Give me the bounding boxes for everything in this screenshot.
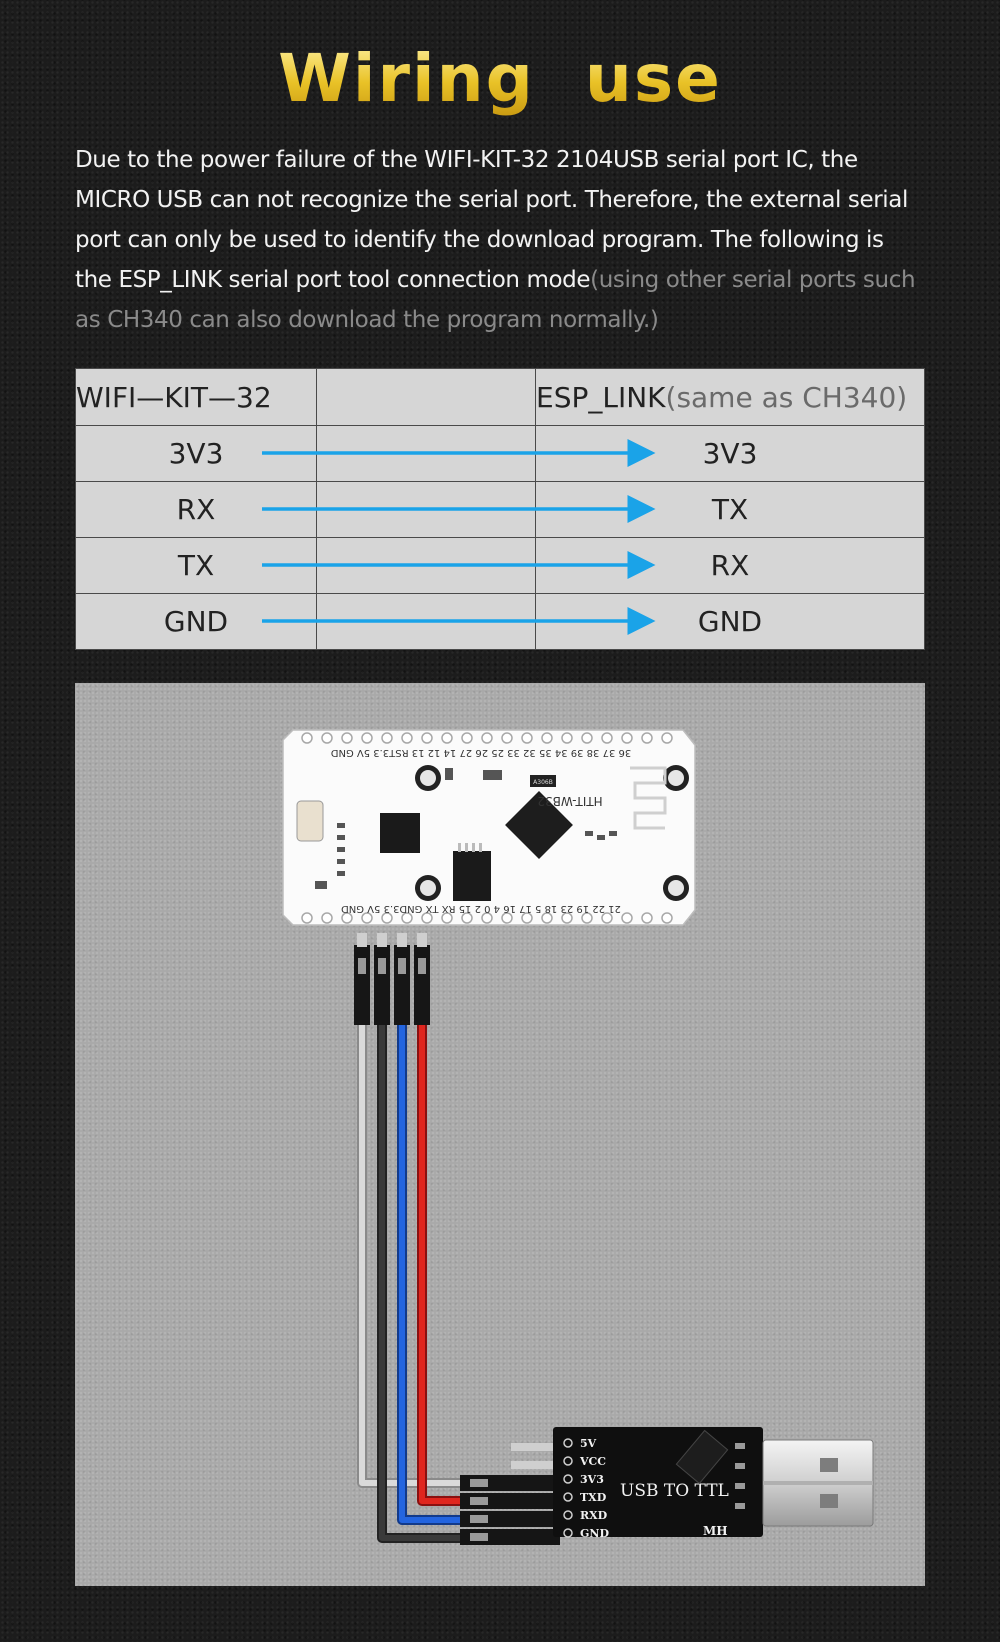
adapter-pin: GND (535, 593, 925, 650)
intro-paragraph: Due to the power failure of the WIFI-KIT… (75, 140, 925, 340)
board-pin: TX (75, 537, 317, 594)
regulator-chip (453, 851, 491, 901)
board-bottom-pin-labels: 21 22 19 23 18 5 17 16 4 0 2 15 RX TX GN… (341, 903, 621, 914)
table-row: GND GND (75, 593, 925, 650)
table-row: 3V3 3V3 (75, 425, 925, 482)
usb-plug-rim (763, 1481, 873, 1485)
table-row: TX RX (75, 537, 925, 594)
board-dupont-connectors (354, 933, 430, 1025)
wiring-photo: 36 37 38 39 34 35 32 33 25 26 27 14 12 1… (75, 683, 925, 1586)
antenna-trace (630, 766, 667, 830)
chip-label: A306B (533, 779, 553, 786)
bottom-header-pads (301, 912, 673, 924)
serial-ic (380, 813, 420, 853)
wire-black (379, 1020, 488, 1541)
board-pin: GND (75, 593, 317, 650)
wifi-kit-32-board: 36 37 38 39 34 35 32 33 25 26 27 14 12 1… (282, 729, 696, 926)
smd-components (315, 768, 617, 889)
wiring-illustration: 36 37 38 39 34 35 32 33 25 26 27 14 12 1… (282, 729, 874, 1545)
arrow-cell (316, 537, 536, 594)
usb-plug-hole (820, 1458, 838, 1472)
wire-grey (359, 1020, 488, 1486)
regulator-pins (458, 843, 482, 852)
adapter-brand: MH (703, 1524, 728, 1538)
header-esp-link-note: (same as CH340) (665, 380, 908, 414)
arrow-cell (316, 481, 536, 538)
adapter-pin: TX (535, 481, 925, 538)
arrow-cell (316, 425, 536, 482)
arrow-cell (316, 593, 536, 650)
crystal-component (530, 775, 556, 787)
header-esp-link-label: ESP_LINK (536, 380, 666, 414)
adapter-pin: RX (535, 537, 925, 594)
wire-red (417, 1018, 490, 1506)
board-model-label: HTIT-WB32 (537, 794, 602, 808)
board-pin: RX (75, 481, 317, 538)
adapter-pin-vcc: VCC (579, 1455, 606, 1468)
adapter-pin-txd: TXD (580, 1491, 607, 1504)
adapter-pin-5v: 5V (580, 1437, 597, 1450)
wire-red (419, 1020, 488, 1504)
adapter-title: USB TO TTL (620, 1481, 729, 1501)
table-row: RX TX (75, 481, 925, 538)
header-spacer (316, 368, 536, 426)
adapter-smd-parts (735, 1443, 745, 1509)
board-pin: 3V3 (75, 425, 317, 482)
pin-mapping-table: WIFI—KIT—32 ESP_LINK(same as CH340) 3V3 … (75, 368, 925, 650)
mounting-holes (415, 765, 689, 901)
adapter-dupont-connectors (460, 1443, 560, 1545)
board-top-pin-labels: 36 37 38 39 34 35 32 33 25 26 27 14 12 1… (330, 747, 631, 758)
usb-to-ttl-adapter: 5V VCC 3V3 TXD RXD GND USB TO TTL MH (553, 1427, 874, 1540)
adapter-pin-rxd: RXD (580, 1509, 608, 1522)
header-esp-link: ESP_LINK(same as CH340) (535, 368, 925, 426)
adapter-ic (675, 1429, 729, 1485)
adapter-pin-holes (563, 1438, 573, 1538)
wire-blue (399, 1020, 488, 1523)
adapter-pin-gnd: GND (580, 1527, 609, 1540)
top-header-pads (301, 732, 673, 744)
adapter-pin-labels: 5V VCC 3V3 TXD RXD GND (579, 1437, 609, 1540)
adapter-pin-3v3: 3V3 (580, 1473, 604, 1486)
intro-text: Due to the power failure of the WIFI-KIT… (75, 147, 908, 293)
page-title: Wiring use (0, 40, 1000, 117)
intro-note: (using other serial ports such as CH340 … (75, 267, 916, 333)
wire-blue (397, 1018, 490, 1525)
battery-connector (296, 800, 324, 842)
usb-plug-hole (820, 1494, 838, 1508)
adapter-pin: 3V3 (535, 425, 925, 482)
jumper-wires (357, 1018, 490, 1543)
header-wifi-kit-32: WIFI—KIT—32 (75, 368, 317, 426)
table-header-row: WIFI—KIT—32 ESP_LINK(same as CH340) (75, 368, 925, 426)
